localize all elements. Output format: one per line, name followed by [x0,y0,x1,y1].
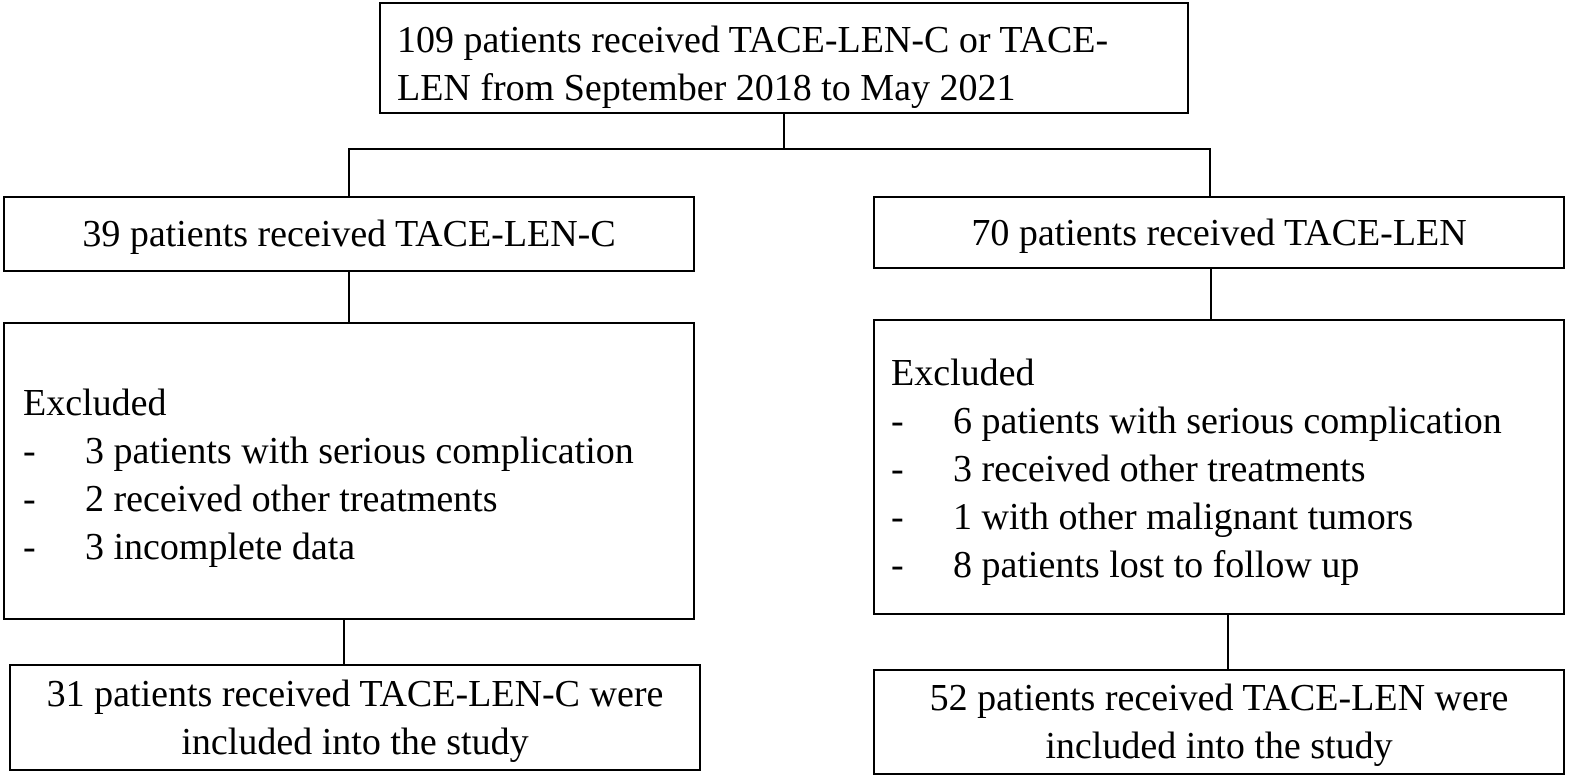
enrollment-box: 109 patients received TACE-LEN-C or TACE… [379,2,1189,114]
left-group-label: 39 patients received TACE-LEN-C [82,213,616,255]
dash-bullet: - [891,496,904,538]
list-item: - 2 received other treatments [23,475,634,523]
left-excluded-title: Excluded [23,382,167,424]
right-excluded-title: Excluded [891,352,1035,394]
right-result-line-1: 52 patients received TACE-LEN were [929,677,1509,719]
left-result-line-1: 31 patients received TACE-LEN-C were [46,672,664,715]
connector-top-down [783,114,785,149]
list-item: - 3 incomplete data [23,523,634,571]
connector-right-to-result [1227,615,1229,669]
dash-bullet: - [23,526,36,568]
right-excluded-box: Excluded - 6 patients with serious compl… [873,319,1565,615]
dash-bullet: - [891,448,904,490]
right-result-box: 52 patients received TACE-LEN were inclu… [873,669,1565,775]
right-group-box: 70 patients received TACE-LEN [873,196,1565,269]
list-item: - 6 patients with serious complication [891,397,1502,445]
right-excluded-item-4: 8 patients lost to follow up [953,544,1360,586]
right-excluded-item-3: 1 with other malignant tumors [953,496,1414,538]
right-excluded-list: - 6 patients with serious complication -… [891,397,1502,589]
enrollment-line-2: LEN from September 2018 to May 2021 [397,67,1016,109]
left-excluded-box: Excluded - 3 patients with serious compl… [3,322,695,620]
list-item: - 3 patients with serious complication [23,427,634,475]
dash-bullet: - [23,478,36,520]
dash-bullet: - [891,400,904,442]
enrollment-line-1: 109 patients received TACE-LEN-C or TACE… [397,19,1109,61]
right-excluded-item-2: 3 received other treatments [953,448,1366,490]
right-group-label: 70 patients received TACE-LEN [971,211,1467,254]
connector-split [348,148,1211,150]
connector-left-to-excluded [348,272,350,322]
left-excluded-item-3: 3 incomplete data [85,526,356,568]
right-excluded-item-1: 6 patients with serious complication [953,400,1502,442]
list-item: - 1 with other malignant tumors [891,493,1502,541]
connector-to-right-group [1209,148,1211,196]
dash-bullet: - [23,430,36,472]
left-group-box: 39 patients received TACE-LEN-C [3,196,695,272]
connector-right-to-excluded [1210,269,1212,319]
list-item: - 8 patients lost to follow up [891,541,1502,589]
left-excluded-list: - 3 patients with serious complication -… [23,427,634,571]
left-excluded-item-2: 2 received other treatments [85,478,498,520]
connector-left-to-result [343,620,345,664]
left-excluded-item-1: 3 patients with serious complication [85,430,634,472]
right-result-line-2: included into the study [1045,725,1393,767]
list-item: - 3 received other treatments [891,445,1502,493]
left-result-box: 31 patients received TACE-LEN-C were inc… [9,664,701,771]
enrollment-text: 109 patients received TACE-LEN-C or TACE… [397,16,1108,112]
connector-to-left-group [348,148,350,196]
left-result-line-2: included into the study [181,720,529,763]
dash-bullet: - [891,544,904,586]
